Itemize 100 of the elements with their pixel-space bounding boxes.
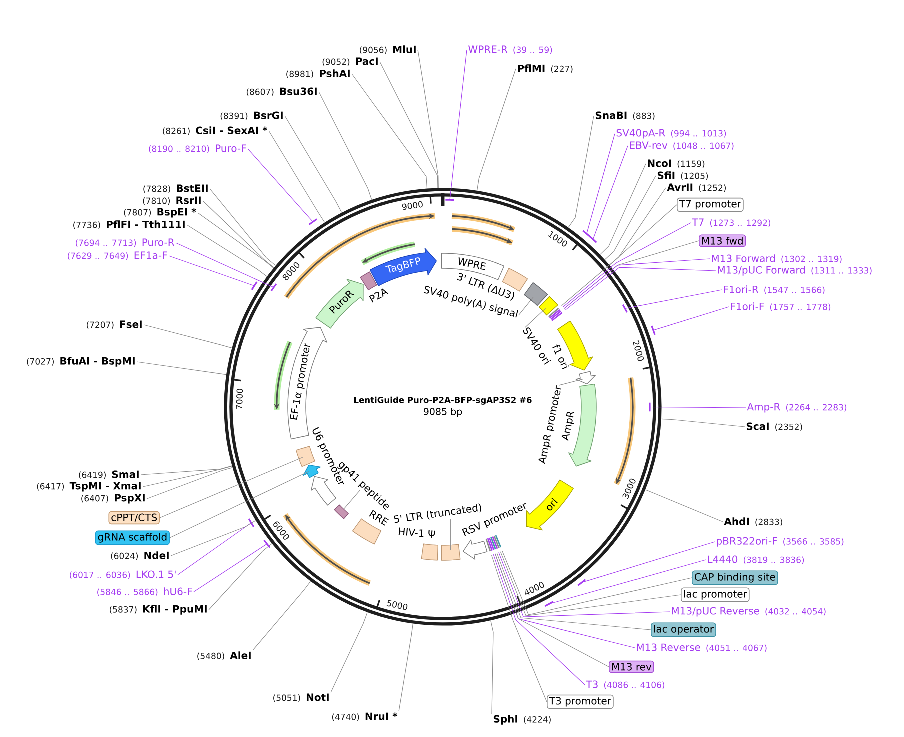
leader-line (496, 553, 652, 630)
leader-line (568, 116, 594, 228)
primer-label: (5846 .. 5866) hU6-F (98, 588, 192, 596)
feature-block: f1 ori (552, 320, 594, 371)
site-label: (7828) BstEII (144, 184, 208, 194)
leader-line (380, 62, 438, 188)
site-label: (6407) PspXI (82, 494, 145, 504)
site-label: (6417) TspMI - XmaI (37, 482, 141, 492)
tick-label: 7000 (236, 389, 244, 410)
leader-line (650, 406, 746, 408)
leader-line (248, 148, 314, 222)
leader-line (210, 188, 276, 266)
feature-box: RRE (352, 510, 389, 545)
primer-label: (8190 .. 8210) Puro-F (149, 144, 246, 154)
site-label: SnaBI (883) (596, 112, 655, 120)
feature-box (524, 282, 548, 306)
tick-label: 9000 (402, 201, 423, 210)
site-label: (9056) MluI (360, 46, 416, 54)
leader-line (318, 92, 372, 200)
feature-label: 5' LTR (truncated) (394, 504, 482, 524)
site-label: (6419) SmaI (79, 470, 139, 480)
primer-label: M13/pUC Forward (1311 .. 1333) (718, 266, 872, 276)
site-label: NcoI (1159) (648, 160, 705, 168)
site-label: (7736) PflFI - Tth111I (74, 220, 185, 230)
leader-line (352, 74, 428, 189)
leader-line (268, 130, 326, 223)
site-label: AvrII (1252) (667, 184, 726, 192)
feature-box (296, 446, 316, 468)
feature-tag: gRNA scaffold (95, 530, 170, 546)
leader-line (398, 624, 414, 712)
primer-label: (6017 .. 6036) LKO.1 5' (70, 570, 176, 580)
leader-line (600, 164, 646, 255)
leader-line (168, 256, 255, 286)
leader-line (562, 222, 692, 308)
site-label: (7807) BspEI * (124, 208, 197, 218)
leader-line (524, 308, 546, 328)
leader-line (194, 544, 268, 592)
site-label: (7207) FseI (87, 320, 142, 330)
primer-label: T3 (4086 .. 4106) (586, 680, 665, 690)
leader-line (344, 490, 361, 510)
leader-line (170, 520, 256, 556)
site-label: (8607) Bsu36I (246, 88, 317, 96)
leader-line (202, 200, 274, 268)
leader-line (645, 490, 724, 522)
leader-line (252, 581, 312, 651)
leader-line (418, 50, 439, 188)
site-label: (8261) CsiI - SexAI * (163, 126, 268, 136)
leader-line (170, 471, 310, 538)
leader-line (604, 176, 656, 260)
leader-line (493, 554, 586, 686)
site-label: (7027) BfuAI - BspMI (27, 357, 135, 367)
feature-block: TagBFP (370, 248, 437, 286)
feature-tag: T7 promoter (677, 198, 744, 212)
site-label: (9052) PacI (322, 58, 378, 66)
feature-box (334, 504, 349, 520)
leader-line (178, 522, 252, 576)
leader-line (144, 324, 232, 348)
leader-line (476, 68, 516, 191)
primer-label: F1ori-F (1757 .. 1778) (731, 302, 831, 312)
primer-label: M13 Forward (1302 .. 1319) (712, 254, 842, 264)
leader-line (450, 518, 451, 550)
leader-line (564, 258, 710, 310)
site-label: (4740) NruI * (332, 712, 398, 722)
site-label: AhdI (2833) (724, 518, 782, 526)
feature-tag: cPPT/CTS (108, 511, 160, 525)
leader-line (142, 466, 233, 488)
feature-tag: M13 rev (609, 660, 654, 674)
primer-label: L4440 (3819 .. 3836) (708, 556, 804, 564)
primer-label: WPRE-R (39 .. 59) (468, 46, 552, 54)
leader-line (610, 188, 666, 266)
site-label: SfiI (1205) (658, 172, 708, 180)
leader-line (176, 242, 274, 288)
feature-tag: lac operator (651, 622, 716, 638)
leader-line (186, 224, 268, 277)
tick-label: 2000 (632, 340, 644, 362)
site-label: (8391) BsrGI (220, 112, 283, 120)
primer-label: M13/pUC Reverse (4032 .. 4054) (672, 607, 826, 617)
primer-label: (7629 .. 7649) EF1a-F (68, 252, 168, 260)
leader-line (330, 612, 368, 693)
primer-label: SV40pA-R (994 .. 1013) (616, 129, 726, 139)
site-label: (7810) RsrII (143, 196, 201, 206)
feature-tag: M13 fwd (699, 234, 746, 248)
leader-line (450, 50, 468, 200)
feature-block (576, 371, 596, 384)
leader-line (490, 620, 494, 714)
leader-line (586, 134, 616, 234)
primer-label: Amp-R (2264 .. 2283) (747, 403, 847, 413)
node-label: HIV-1 Ψ (398, 528, 436, 538)
feature-tag: CAP binding site (692, 570, 778, 586)
primer-label: EBV-rev (1048 .. 1067) (630, 142, 734, 150)
leader-line (491, 554, 548, 702)
feature-box (538, 296, 558, 316)
feature-block: AmpR (562, 384, 597, 467)
leader-line (140, 466, 232, 476)
primer-label: pBR322ori-F (3566 .. 3585) (717, 537, 844, 547)
leader-line (160, 457, 304, 518)
leader-line (136, 362, 227, 376)
leader-line (565, 267, 716, 311)
leader-line (559, 378, 584, 386)
tick-label: 5000 (386, 600, 408, 610)
